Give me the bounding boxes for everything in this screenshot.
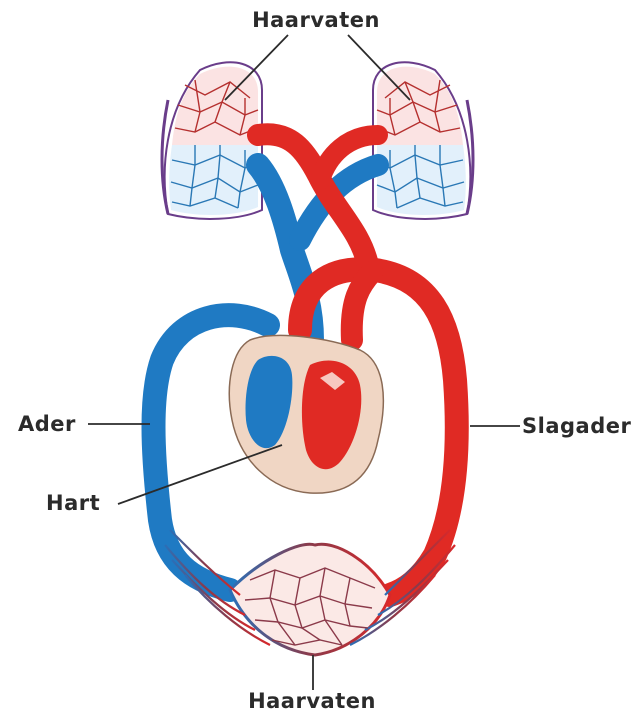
label-bottom-capillaries: Haarvaten <box>248 689 376 713</box>
right-lung <box>373 62 473 219</box>
heart <box>229 335 383 493</box>
label-top-capillaries: Haarvaten <box>252 8 380 32</box>
label-heart: Hart <box>46 491 100 515</box>
label-artery: Slagader <box>522 414 631 438</box>
label-vein: Ader <box>18 412 76 436</box>
left-lung <box>162 62 262 219</box>
